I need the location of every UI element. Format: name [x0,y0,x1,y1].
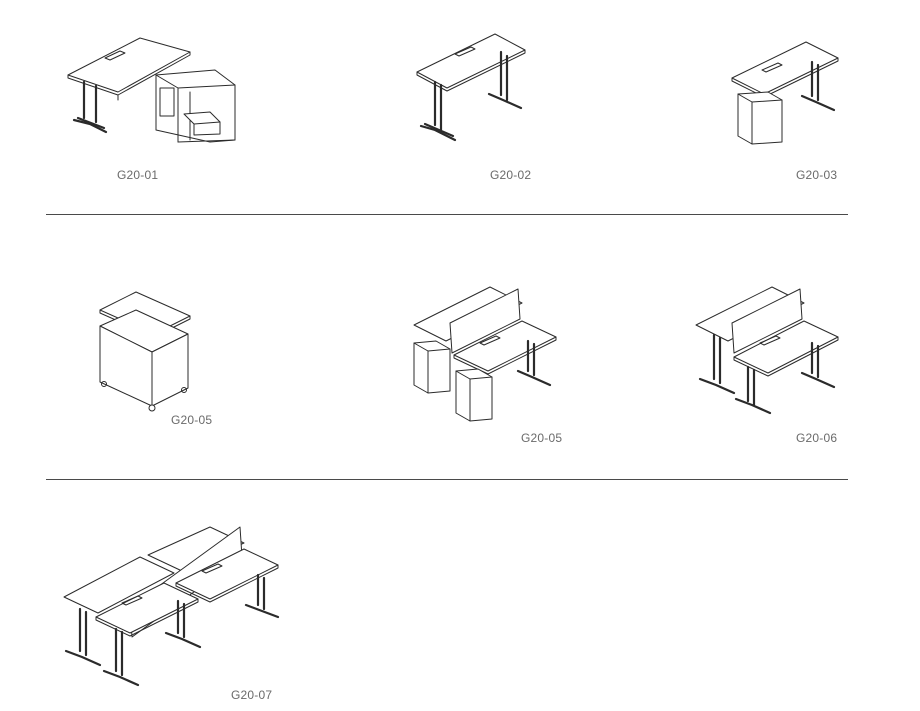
row-divider [46,214,848,215]
mobile-cabinet-drawing [99,291,191,412]
l-shaped-desk-with-cabinet-drawing [67,37,236,143]
row-divider [46,479,848,480]
double-desk-with-screen-drawing [695,286,839,415]
product-code: G20-02 [490,168,532,182]
double-desk-with-pedestals-drawing [413,286,557,422]
desk-with-pedestal-drawing [731,41,839,145]
product-code: G20-03 [796,168,838,182]
four-desk-cluster-drawing [63,526,280,687]
product-code: G20-05 [171,413,213,427]
single-desk-drawing [416,33,526,142]
product-code: G20-05 [521,431,563,445]
product-code: G20-01 [117,168,159,182]
product-code: G20-07 [231,688,273,702]
product-code: G20-06 [796,431,838,445]
